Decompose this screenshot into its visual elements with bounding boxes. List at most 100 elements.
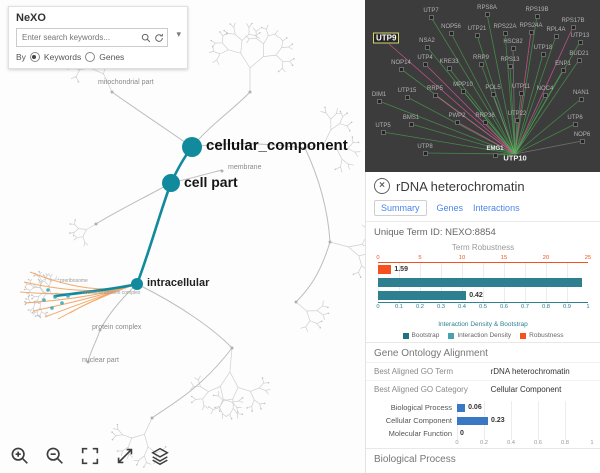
network-node-label[interactable]: UTP22 xyxy=(507,111,527,117)
network-node[interactable] xyxy=(483,120,488,125)
network-node[interactable] xyxy=(475,33,480,38)
network-node[interactable] xyxy=(493,153,498,158)
network-node[interactable] xyxy=(455,120,460,125)
tree-node-cell-part[interactable] xyxy=(162,174,180,192)
network-node-label[interactable]: DIM1 xyxy=(371,92,387,98)
network-node[interactable] xyxy=(377,99,382,104)
network-node-label[interactable]: MPP10 xyxy=(453,82,473,88)
network-node[interactable] xyxy=(409,122,414,127)
network-node[interactable] xyxy=(535,14,540,19)
network-node[interactable] xyxy=(449,31,454,36)
network-node-label[interactable]: RPS13 xyxy=(500,57,520,63)
network-node[interactable] xyxy=(461,89,466,94)
tree-node-cellular-component[interactable] xyxy=(182,137,202,157)
network-node[interactable] xyxy=(580,139,585,144)
network-node[interactable] xyxy=(573,122,578,127)
network-node-label[interactable]: RRP5 xyxy=(426,86,444,92)
term-label[interactable]: mitochondrial part xyxy=(98,79,154,87)
tree-node-intracellular[interactable] xyxy=(131,278,143,290)
network-node-label[interactable]: UTP5 xyxy=(375,123,391,129)
chevron-down-icon[interactable]: ▾ xyxy=(176,29,181,39)
network-node-label[interactable]: UTP15 xyxy=(397,88,417,94)
zoom-in-button[interactable] xyxy=(8,444,32,468)
term-label[interactable]: nuclear part xyxy=(82,357,119,365)
search-input[interactable] xyxy=(20,32,138,43)
network-node-label[interactable]: NSA2 xyxy=(419,38,435,44)
network-node-label[interactable]: RPS8A xyxy=(477,5,497,11)
network-node-label[interactable]: NOP6 xyxy=(573,132,591,138)
network-node-label[interactable]: UTP21 xyxy=(467,26,487,32)
term-label[interactable]: protein complex xyxy=(92,324,142,332)
network-node-label[interactable]: RPS24A xyxy=(519,23,543,29)
network-node-label[interactable]: UTP11 xyxy=(511,84,531,90)
network-node[interactable] xyxy=(541,52,546,57)
network-node[interactable] xyxy=(423,151,428,156)
network-node[interactable] xyxy=(577,58,582,63)
term-label[interactable]: ribonucleoprotein complex xyxy=(82,289,141,296)
network-node[interactable] xyxy=(578,40,583,45)
network-node[interactable] xyxy=(405,95,410,100)
search-icon[interactable] xyxy=(141,33,151,43)
layers-button[interactable] xyxy=(148,444,172,468)
tree-node-label[interactable]: cellular_component xyxy=(206,137,348,155)
term-label[interactable]: preribosome xyxy=(60,277,88,284)
term-label[interactable]: membrane xyxy=(228,164,262,172)
network-node-label[interactable]: NOP14 xyxy=(391,60,411,66)
tab-genes[interactable]: Genes xyxy=(436,203,464,213)
network-node-label[interactable]: RPS22A xyxy=(493,24,517,30)
expand-view-button[interactable] xyxy=(113,444,137,468)
close-icon[interactable]: × xyxy=(374,178,390,194)
network-node-label[interactable]: POL5 xyxy=(485,85,501,91)
network-node[interactable] xyxy=(561,68,566,73)
network-node-label[interactable]: UTP6 xyxy=(567,115,583,121)
network-node-label[interactable]: NOP56 xyxy=(441,24,461,30)
network-node[interactable] xyxy=(571,25,576,30)
network-node[interactable] xyxy=(381,130,386,135)
network-node-label[interactable]: UTP13 xyxy=(570,33,590,39)
network-node[interactable] xyxy=(519,91,524,96)
network-node[interactable] xyxy=(433,93,438,98)
network-node-label[interactable]: NAN1 xyxy=(572,90,590,96)
network-node-label[interactable]: RPS19B xyxy=(525,7,549,13)
network-node-label[interactable]: UTP7 xyxy=(423,8,439,14)
network-node[interactable] xyxy=(554,34,559,39)
network-node-label[interactable]: RRP36 xyxy=(475,113,495,119)
tab-interactions[interactable]: Interactions xyxy=(473,203,520,213)
network-node[interactable] xyxy=(485,12,490,17)
network-node-label[interactable]: HSC82 xyxy=(503,39,523,45)
network-node-label[interactable]: EMG1 xyxy=(486,146,504,152)
network-node-label[interactable]: UTP18 xyxy=(533,45,553,51)
zoom-out-button[interactable] xyxy=(43,444,67,468)
network-node[interactable] xyxy=(579,97,584,102)
network-node[interactable] xyxy=(429,15,434,20)
network-node-label[interactable]: PWP2 xyxy=(448,113,466,119)
network-node[interactable] xyxy=(511,46,516,51)
tree-node-label[interactable]: cell part xyxy=(184,173,238,190)
network-node-label[interactable]: UTP8 xyxy=(417,144,433,150)
network-node[interactable] xyxy=(491,92,496,97)
network-node[interactable] xyxy=(543,93,548,98)
network-node-label[interactable]: KRE33 xyxy=(439,59,459,65)
network-node[interactable] xyxy=(508,64,513,69)
network-node-label[interactable]: RPL4A xyxy=(546,27,566,33)
network-node[interactable] xyxy=(447,66,452,71)
network-node[interactable] xyxy=(425,45,430,50)
network-node[interactable] xyxy=(503,31,508,36)
network-node[interactable] xyxy=(479,62,484,67)
reset-search-icon[interactable] xyxy=(154,33,164,43)
network-node-label[interactable]: NOC4 xyxy=(536,86,554,92)
radio-keywords[interactable] xyxy=(29,52,40,62)
network-node-label[interactable]: UTP4 xyxy=(417,55,433,61)
network-node-label[interactable]: BUD21 xyxy=(569,51,589,57)
network-node[interactable] xyxy=(515,118,520,123)
tree-node-label[interactable]: intracellular xyxy=(147,276,210,289)
network-hub-label[interactable]: UTP10 xyxy=(503,153,527,163)
network-node-label[interactable]: ENP1 xyxy=(555,61,571,67)
network-node[interactable] xyxy=(423,62,428,67)
network-node[interactable] xyxy=(399,67,404,72)
radio-genes[interactable] xyxy=(85,52,96,62)
network-node[interactable] xyxy=(529,30,534,35)
fit-to-screen-button[interactable] xyxy=(78,444,102,468)
